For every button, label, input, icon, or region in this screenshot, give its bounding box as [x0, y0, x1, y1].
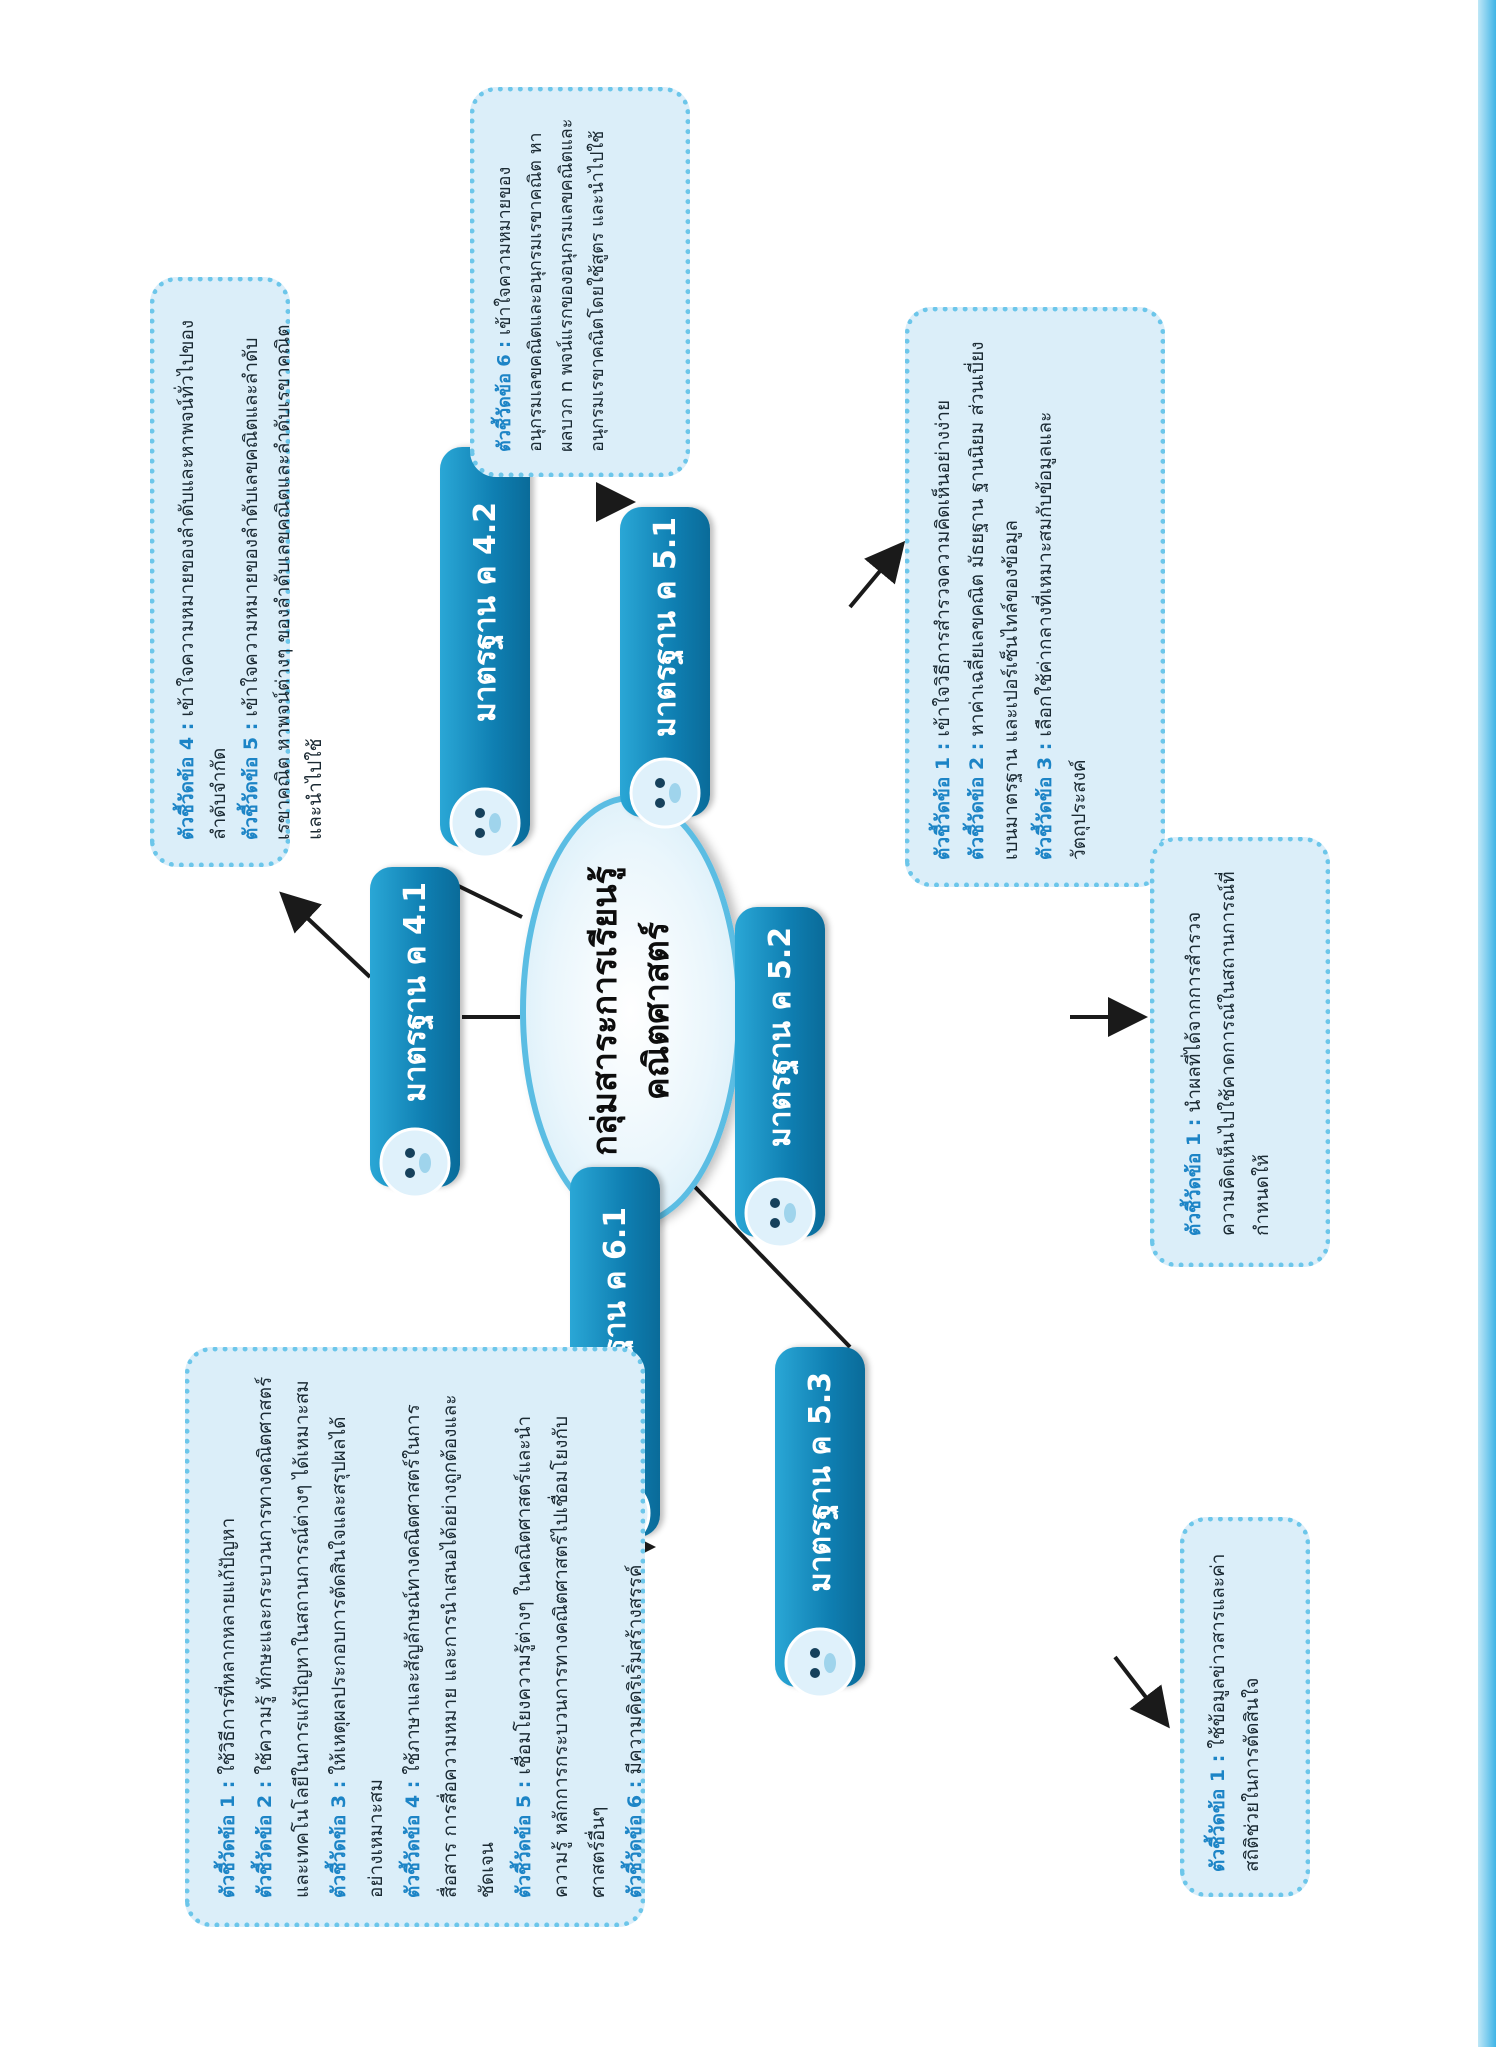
indicator-item: ตัวชี้วัดข้อ 6 : มีความคิดริเริ่มสร้างสร…: [624, 1564, 646, 1898]
standard-4-2-node: มาตรฐาน ค 4.2: [440, 447, 530, 859]
indicator-box-5-2: ตัวชี้วัดข้อ 1 : นำผลที่ได้จากการสำรวจคว…: [1150, 837, 1330, 1267]
indicator-item: ตัวชี้วัดข้อ 1 : เข้าใจวิธีการสำรวจความค…: [932, 399, 954, 860]
connector-5-3: [693, 1185, 852, 1349]
standard-4-2-label: มาตรฐาน ค 4.2: [467, 501, 503, 723]
indicator-item: ตัวชี้วัดข้อ 1 : ใช้วิธีการที่หลากหลายแก…: [217, 1517, 239, 1898]
indicator-box-4-2: ตัวชี้วัดข้อ 6 : เข้าใจความหมายของอนุกรม…: [470, 87, 690, 477]
standard-5-2-label: มาตรฐาน ค 5.2: [762, 926, 798, 1148]
indicator-item: ตัวชี้วัดข้อ 4 : ใช้ภาษาและสัญลักษณ์ทางค…: [402, 1394, 498, 1899]
indicator-item: ตัวชี้วัดข้อ 3 : เลือกใช้ค่ากลางที่เหมาะ…: [1034, 411, 1090, 860]
page-edge-stripe: [1478, 0, 1496, 2047]
indicator-box-5-3: ตัวชี้วัดข้อ 1 : ใช้ข้อมูลข่าวสารและค่าส…: [1180, 1517, 1310, 1897]
arrow-5-3: [1113, 1655, 1170, 1729]
arrow-5-1: [848, 540, 906, 609]
mascot-icon: [784, 1627, 856, 1699]
standard-5-1-node: มาตรฐาน ค 5.1: [620, 507, 710, 829]
mascot-icon: [629, 757, 701, 829]
indicator-item: ตัวชี้วัดข้อ 5 : เข้าใจความหมายของลำดับเ…: [240, 324, 326, 840]
indicator-item: ตัวชี้วัดข้อ 4 : เข้าใจความหมายของลำดับแ…: [176, 319, 230, 840]
indicator-box-6-1: ตัวชี้วัดข้อ 1 : ใช้วิธีการที่หลากหลายแก…: [185, 1347, 646, 1927]
indicator-item: ตัวชี้วัดข้อ 1 : นำผลที่ได้จากการสำรวจคว…: [1183, 871, 1273, 1236]
indicator-item: ตัวชี้วัดข้อ 5 : เชื่อมโยงความรู้ต่างๆ ใ…: [513, 1415, 609, 1898]
indicator-box-5-1: ตัวชี้วัดข้อ 1 : เข้าใจวิธีการสำรวจความค…: [905, 307, 1165, 887]
indicator-item: ตัวชี้วัดข้อ 6 : เข้าใจความหมายของอนุกรม…: [494, 118, 608, 452]
center-title-line1: กลุ่มสาระการเรียนรู้: [585, 866, 625, 1156]
mascot-icon: [449, 787, 521, 859]
indicator-item: ตัวชี้วัดข้อ 1 : ใช้ข้อมูลข่าวสารและค่าส…: [1207, 1553, 1263, 1872]
standard-4-1-node: มาตรฐาน ค 4.1: [370, 867, 460, 1199]
indicator-box-4-1: ตัวชี้วัดข้อ 4 : เข้าใจความหมายของลำดับแ…: [150, 277, 326, 867]
mascot-icon: [379, 1127, 451, 1199]
standard-4-1-label: มาตรฐาน ค 4.1: [397, 881, 433, 1103]
indicator-item: ตัวชี้วัดข้อ 2 : หาค่าเฉลี่ยเลขคณิต มัธย…: [966, 341, 1022, 860]
center-topic: กลุ่มสาระการเรียนรู้ คณิตศาสตร์: [520, 795, 742, 1227]
standard-5-3-label: มาตรฐาน ค 5.3: [802, 1371, 838, 1593]
indicator-item: ตัวชี้วัดข้อ 2 : ใช้ความรู้ ทักษะและกระบ…: [254, 1376, 313, 1898]
arrow-4-1: [279, 891, 372, 979]
standard-5-1-label: มาตรฐาน ค 5.1: [647, 516, 683, 738]
indicator-item: ตัวชี้วัดข้อ 3 : ให้เหตุผลประกอบการตัดสิ…: [328, 1416, 387, 1898]
center-title-line2: คณิตศาสตร์: [637, 921, 677, 1101]
standard-5-2-node: มาตรฐาน ค 5.2: [735, 907, 825, 1249]
standard-5-3-node: มาตรฐาน ค 5.3: [775, 1347, 865, 1699]
mascot-icon: [744, 1177, 816, 1249]
